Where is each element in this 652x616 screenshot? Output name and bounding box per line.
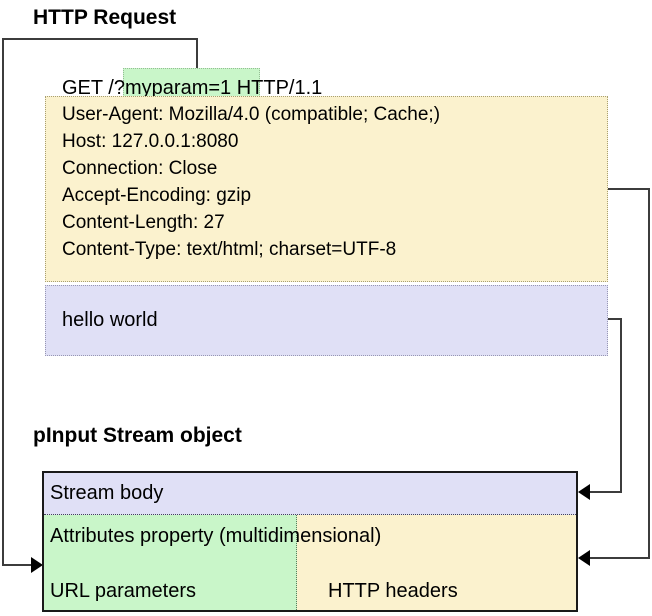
- headers-vertical-line: [648, 188, 650, 559]
- header-line-host: Host: 127.0.0.1:8080: [62, 131, 239, 152]
- left-bottom-line: [2, 564, 33, 566]
- header-line-accept-enc: Accept-Encoding: gzip: [62, 185, 252, 206]
- request-line-param: myparam=1: [125, 77, 232, 99]
- stream-body-label: Stream body: [50, 482, 164, 504]
- headers-out-line: [592, 188, 650, 190]
- arrowhead-into-http-headers-icon: [578, 550, 590, 566]
- bracket-top-line: [2, 38, 197, 40]
- url-parameters-label: URL parameters: [50, 580, 196, 602]
- attributes-row: Attributes property (multidimensional) U…: [44, 515, 576, 610]
- http-headers-label: HTTP headers: [328, 580, 458, 602]
- header-line-content-type: Content-Type: text/html; charset=UTF-8: [62, 239, 397, 260]
- arrowhead-into-url-parameters-icon: [31, 557, 43, 573]
- header-line-user-agent: User-Agent: Mozilla/4.0 (compatible; Cac…: [62, 104, 441, 125]
- body-in-line: [590, 491, 622, 493]
- request-line: GET /?myparam=1 HTTP/1.1: [62, 77, 322, 100]
- request-line-prefix: GET /?: [62, 77, 125, 99]
- http-request-title: HTTP Request: [33, 6, 177, 29]
- pinput-stream-title: pInput Stream object: [33, 424, 242, 447]
- arrowhead-into-stream-body-icon: [578, 484, 590, 500]
- request-body-box: hello world: [45, 285, 608, 356]
- stream-body-row: Stream body: [44, 473, 576, 515]
- header-line-connection: Connection: Close: [62, 158, 218, 179]
- stream-object-box: Stream body Attributes property (multidi…: [42, 471, 578, 612]
- attributes-property-label: Attributes property (multidimensional): [50, 525, 382, 547]
- http-headers-box: User-Agent: Mozilla/4.0 (compatible; Cac…: [45, 96, 608, 282]
- request-line-suffix: HTTP/1.1: [231, 77, 323, 99]
- header-line-content-len: Content-Length: 27: [62, 212, 225, 233]
- left-vertical-line: [2, 38, 4, 566]
- url-parameters-panel: [44, 515, 297, 610]
- headers-in-line: [590, 557, 650, 559]
- bracket-drop-to-param-line: [196, 38, 198, 68]
- request-body-text: hello world: [62, 309, 158, 331]
- body-vertical-line: [620, 318, 622, 492]
